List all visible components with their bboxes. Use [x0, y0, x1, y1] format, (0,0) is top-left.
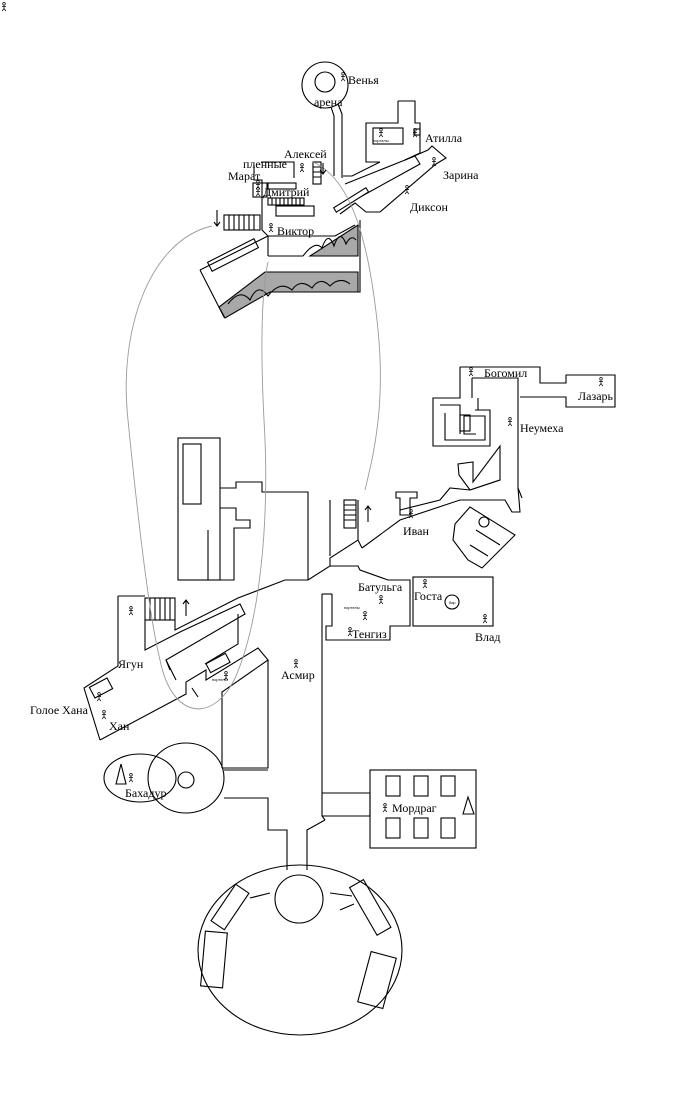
- person-icon: [507, 417, 513, 427]
- label-dmitriy: Дмитрий: [263, 185, 310, 199]
- triangle-icon: [462, 795, 475, 815]
- label-ivan: Иван: [403, 524, 430, 538]
- person-icon: [378, 128, 384, 138]
- label-portals-left: портелы: [212, 677, 228, 682]
- top-complex: [199, 61, 447, 319]
- trails: [125, 161, 381, 710]
- label-portals-top: портелы: [373, 138, 389, 143]
- stairs-icon: [223, 214, 261, 231]
- label-arena: арена: [314, 95, 343, 109]
- label-asmir: Асмир: [281, 668, 315, 682]
- grey-terrain-upper: [308, 223, 359, 257]
- label-vlad: Влад: [475, 630, 500, 644]
- arrows: [182, 163, 372, 616]
- gosta-room: [412, 576, 494, 627]
- label-bogomil: Богомил: [484, 366, 527, 380]
- person-icon: [340, 72, 346, 82]
- label-zarina: Зарина: [443, 168, 479, 182]
- label-yagun: Ягун: [118, 657, 144, 671]
- person-icon: [268, 223, 274, 233]
- person-icon: [101, 710, 107, 720]
- arrow-up-icon: [364, 505, 372, 522]
- person-icon: [299, 163, 305, 173]
- arena-ring-outer: [301, 61, 349, 109]
- label-golos-khana: Голое Хана: [30, 703, 89, 717]
- person-icon: [128, 606, 134, 616]
- arena-ring-inner: [314, 71, 336, 93]
- arrow-down-icon: [319, 163, 327, 175]
- label-bar: бар: [449, 600, 456, 605]
- bakhadur-ring-outer: [147, 742, 225, 814]
- dikson-bench: [332, 186, 370, 213]
- person-icon: [362, 611, 368, 621]
- person-icon: [293, 659, 299, 669]
- label-bakhadur: Бахадур: [125, 786, 167, 800]
- label-mordrag: Мордраг: [392, 801, 437, 815]
- label-venya: Венья: [348, 73, 379, 87]
- label-dikson: Диксон: [410, 200, 448, 214]
- person-icon: [422, 579, 428, 589]
- person-icon: [382, 803, 388, 813]
- label-lazar: Лазарь: [578, 389, 614, 403]
- label-aleksey: Алексей: [284, 147, 327, 161]
- bar-table: [444, 594, 460, 610]
- person-icon: [128, 773, 134, 783]
- mordrag-room: [369, 769, 477, 849]
- stairs-icon: [343, 499, 357, 529]
- map-labels: Венья арена Атилла Алексей пленные Марат…: [30, 73, 614, 815]
- label-portals-mid: портелы: [344, 605, 360, 610]
- label-gosta: Госта: [414, 589, 443, 603]
- person-icon: [482, 614, 488, 624]
- person-icon: [378, 595, 384, 605]
- person-icon: [1, 2, 7, 12]
- arrow-down-icon: [213, 210, 221, 227]
- label-marat: Марат: [228, 169, 261, 183]
- label-viktor: Виктор: [277, 224, 314, 238]
- label-atilla: Атилла: [425, 131, 463, 145]
- grey-terrain-lower: [218, 271, 359, 319]
- arrow-up-icon: [182, 599, 190, 616]
- right-complex: [361, 366, 616, 569]
- central-trunk: [83, 437, 494, 1036]
- label-neumekha: Неумеха: [520, 421, 564, 435]
- label-khan: Хан: [109, 719, 130, 733]
- label-batulga: Батульга: [358, 580, 403, 594]
- triangle-icon: [115, 763, 127, 785]
- label-plennye: пленные: [243, 157, 287, 171]
- stairs-icon: [312, 161, 322, 185]
- great-hall-oval: [197, 864, 403, 1036]
- person-icon: [468, 367, 474, 377]
- stairs-icon: [267, 197, 305, 206]
- person-icon: [598, 377, 604, 387]
- label-tengiz: Тенгиз: [352, 627, 387, 641]
- atilla-table: [372, 127, 404, 145]
- person-icon: [255, 187, 261, 197]
